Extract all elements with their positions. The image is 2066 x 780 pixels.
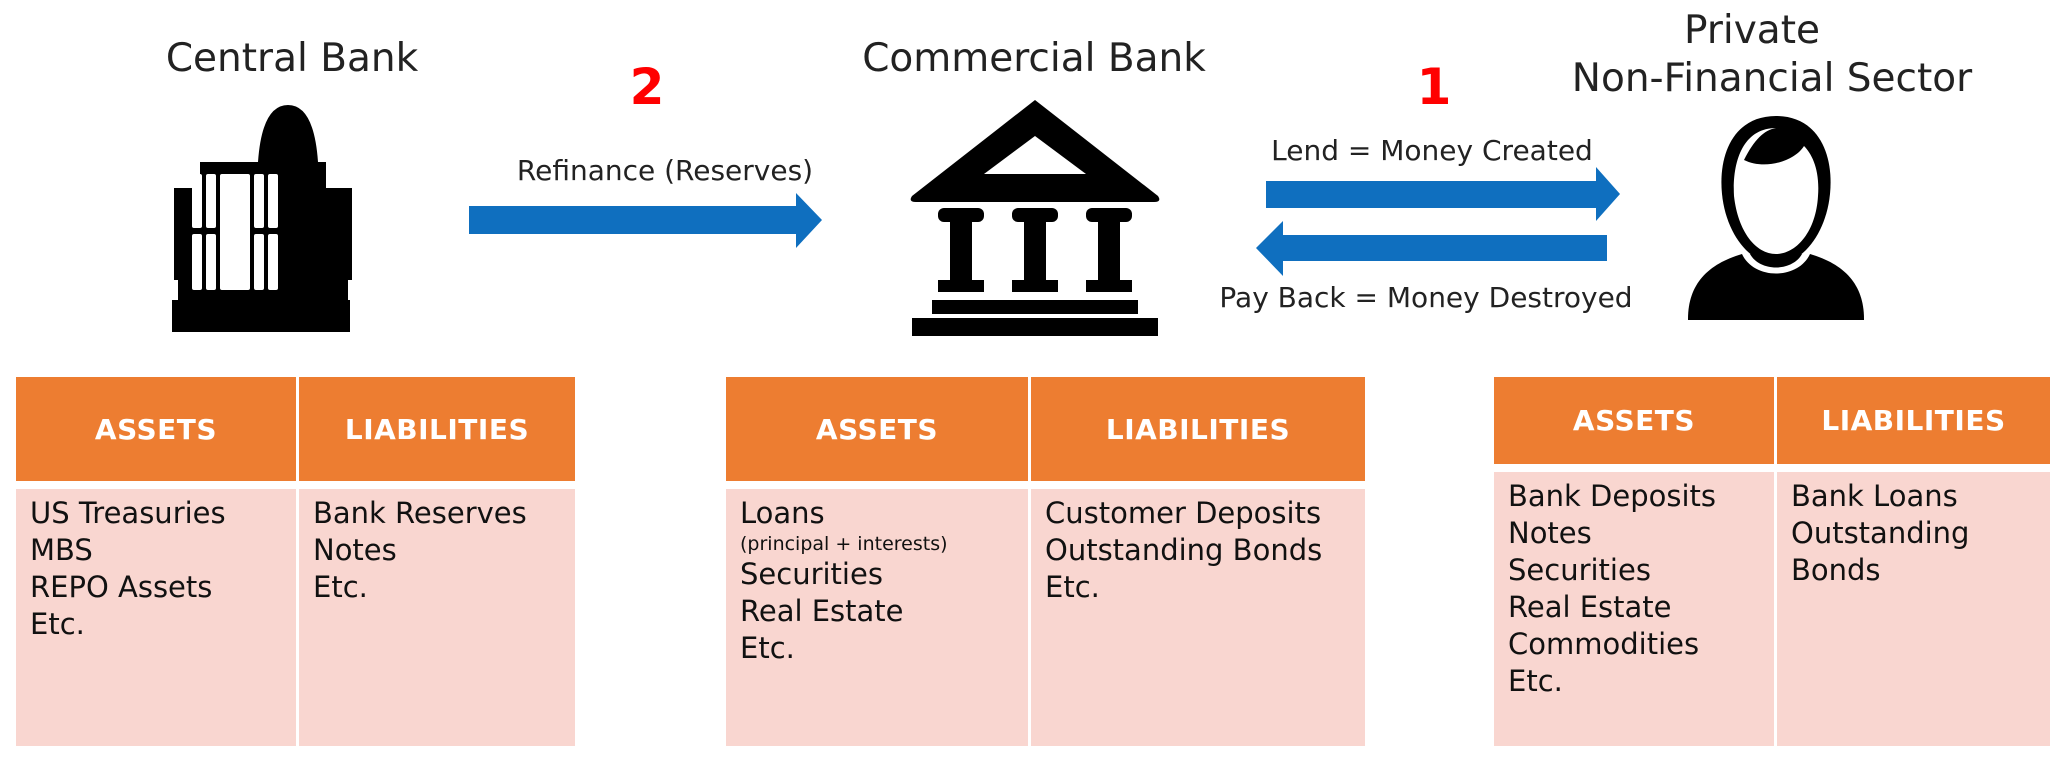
liability-item: Bank Loans	[1791, 479, 1958, 513]
asset-item: Loans	[740, 496, 825, 530]
private-sector-assets-list: Bank Deposits Notes Securities Real Esta…	[1494, 472, 1774, 746]
commercial-bank-liabilities-header: LIABILITIES	[1031, 377, 1365, 481]
asset-item: Notes	[1508, 516, 1592, 550]
asset-item-note: (principal + interests)	[740, 533, 948, 555]
central-bank-title: Central Bank	[165, 36, 419, 81]
private-sector-liabilities-list: Bank Loans Outstanding Bonds	[1777, 472, 2050, 746]
liability-item: Etc.	[313, 570, 368, 604]
liability-item: Bonds	[1791, 553, 1881, 587]
flow-arrows	[469, 167, 1620, 276]
central-bank-building-icon	[172, 105, 352, 332]
refinance-label: Refinance (Reserves)	[516, 154, 814, 187]
lend-arrow	[1266, 167, 1620, 221]
commercial-bank-title: Commercial Bank	[862, 36, 1206, 81]
asset-item: Etc.	[740, 631, 795, 665]
private-sector-liabilities-header: LIABILITIES	[1777, 377, 2050, 464]
private-sector-title-line1: Private	[1684, 8, 1820, 53]
asset-item: MBS	[30, 533, 93, 567]
liability-item: Outstanding Bonds	[1045, 533, 1323, 567]
step-2-label: 2	[629, 58, 665, 116]
liability-item: Etc.	[1045, 570, 1100, 604]
asset-item: Bank Deposits	[1508, 479, 1717, 513]
lend-label: Lend = Money Created	[1271, 134, 1593, 167]
pay-back-arrow	[1256, 221, 1607, 276]
asset-item: Etc.	[1508, 664, 1563, 698]
asset-item: US Treasuries	[30, 496, 226, 530]
liability-item: Outstanding	[1791, 516, 1970, 550]
commercial-bank-liabilities-list: Customer Deposits Outstanding Bonds Etc.	[1031, 489, 1365, 746]
central-bank-assets-list: US Treasuries MBS REPO Assets Etc.	[16, 489, 296, 746]
central-bank-assets-header: ASSETS	[16, 377, 296, 481]
private-sector-title-line2: Non-Financial Sector	[1571, 56, 1973, 101]
commercial-bank-assets-header: ASSETS	[726, 377, 1028, 481]
liability-item: Bank Reserves	[313, 496, 527, 530]
person-icon	[1688, 116, 1864, 320]
liability-item: Notes	[313, 533, 397, 567]
asset-item: Real Estate	[1508, 590, 1672, 624]
liability-item: Customer Deposits	[1045, 496, 1322, 530]
pay-back-label: Pay Back = Money Destroyed	[1219, 281, 1633, 314]
central-bank-liabilities-header: LIABILITIES	[299, 377, 575, 481]
commercial-bank-building-icon	[910, 100, 1160, 336]
asset-item: Etc.	[30, 607, 85, 641]
central-bank-liabilities-list: Bank Reserves Notes Etc.	[299, 489, 575, 746]
asset-item: Securities	[740, 557, 883, 591]
private-sector-assets-header: ASSETS	[1494, 377, 1774, 464]
step-1-label: 1	[1416, 58, 1452, 116]
asset-item: Securities	[1508, 553, 1651, 587]
refinance-arrow	[469, 193, 822, 248]
asset-item: Real Estate	[740, 594, 904, 628]
asset-item: REPO Assets	[30, 570, 213, 604]
commercial-bank-assets-list: Loans (principal + interests) Securities…	[726, 489, 1028, 746]
asset-item: Commodities	[1508, 627, 1700, 661]
